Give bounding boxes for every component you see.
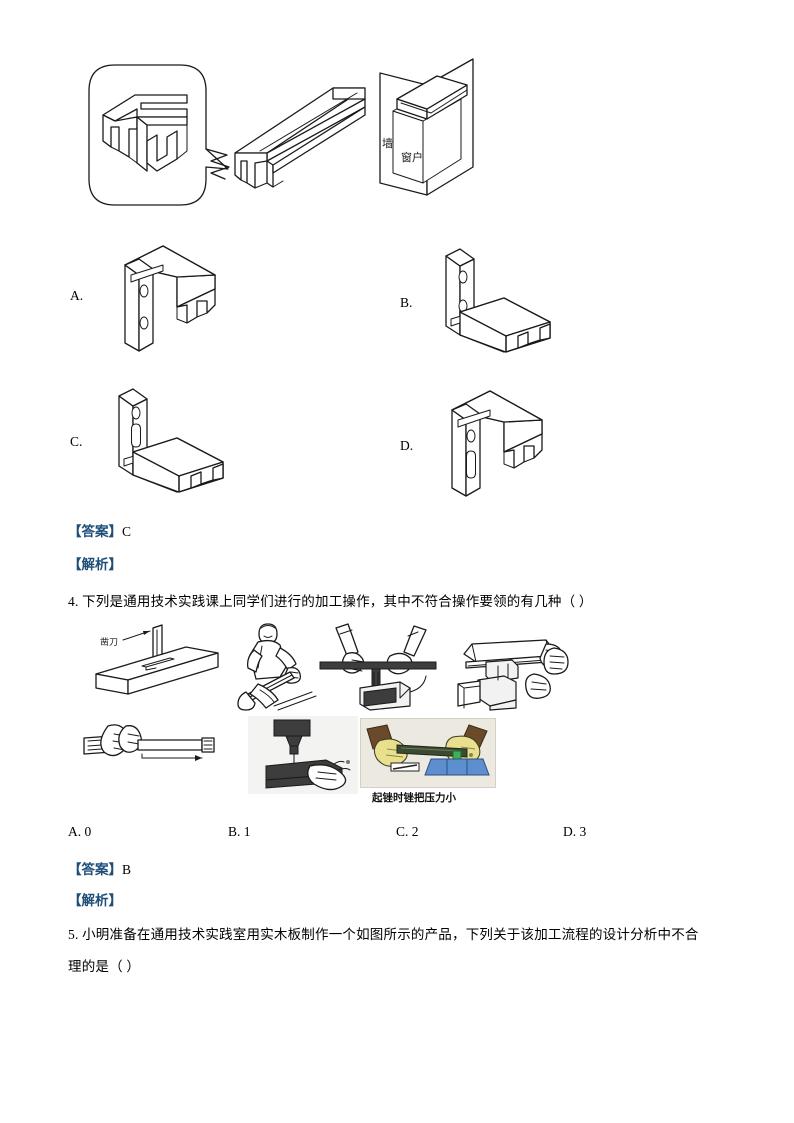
figure-curtain-rail-assembly: 墙 窗户 <box>75 55 495 215</box>
option-c-label: C. <box>70 434 83 449</box>
label-chisel: 凿刀 <box>100 636 118 648</box>
bracket-option-a-figure <box>105 243 235 353</box>
option-a-label: A. <box>70 288 84 303</box>
q4-analysis-tag: 【解析】 <box>68 893 122 908</box>
q4-analysis-line: 【解析】 <box>68 888 122 914</box>
figure-hacksaw-in-bench-vise <box>442 626 572 711</box>
option-b-label: B. <box>400 295 413 310</box>
label-wall: 墙 <box>382 136 393 150</box>
figure-filing-caption: 起锉时锉把压力小 <box>372 792 456 804</box>
option-d-label: D. <box>400 438 414 453</box>
bracket-option-b-figure <box>432 240 562 355</box>
figure-filing-with-two-hands <box>78 718 218 784</box>
figure-filing-pressure-illustration <box>360 718 496 788</box>
figure-hand-sawing-wood <box>228 620 338 712</box>
q3-answer-tag: 【答案】 <box>68 524 122 539</box>
label-window: 窗户 <box>401 150 423 164</box>
q5-stem-line1: 5. 小明准备在通用技术实践室用实木板制作一个如图所示的产品，下列关于该加工流程… <box>68 920 699 950</box>
q5-stem-text-line1: 小明准备在通用技术实践室用实木板制作一个如图所示的产品，下列关于该加工流程的设计… <box>82 927 699 942</box>
figure-drill-press-hand-hold <box>248 716 358 794</box>
q4-choice-a[interactable]: A. 0 <box>68 824 92 839</box>
q3-analysis-tag: 【解析】 <box>68 557 122 572</box>
q4-answer-line: 【答案】B <box>68 857 131 883</box>
figure-tapping-with-tap-wrench <box>318 622 438 711</box>
figure-chisel-on-board: 凿刀 <box>78 622 228 707</box>
q5-stem-line2: 理的是（ ） <box>68 959 141 974</box>
q4-answer-value: B <box>122 862 132 877</box>
q4-choice-d[interactable]: D. 3 <box>563 824 587 839</box>
q4-stem-text: 下列是通用技术实践课上同学们进行的加工操作，其中不符合操作要领的有几种（ ） <box>82 594 593 609</box>
q3-analysis-line: 【解析】 <box>68 552 122 578</box>
q4-choice-c[interactable]: C. 2 <box>396 824 419 839</box>
q4-choice-b[interactable]: B. 1 <box>228 824 251 839</box>
q4-stem: 4. 下列是通用技术实践课上同学们进行的加工操作，其中不符合操作要领的有几种（ … <box>68 587 593 617</box>
q3-answer-value: C <box>122 524 132 539</box>
bracket-option-d-figure <box>432 388 562 498</box>
bracket-option-c-figure <box>105 380 235 495</box>
q4-number: 4. <box>68 594 79 609</box>
q3-answer-line: 【答案】C <box>68 519 131 545</box>
q5-number: 5. <box>68 927 79 942</box>
q4-answer-tag: 【答案】 <box>68 862 122 877</box>
